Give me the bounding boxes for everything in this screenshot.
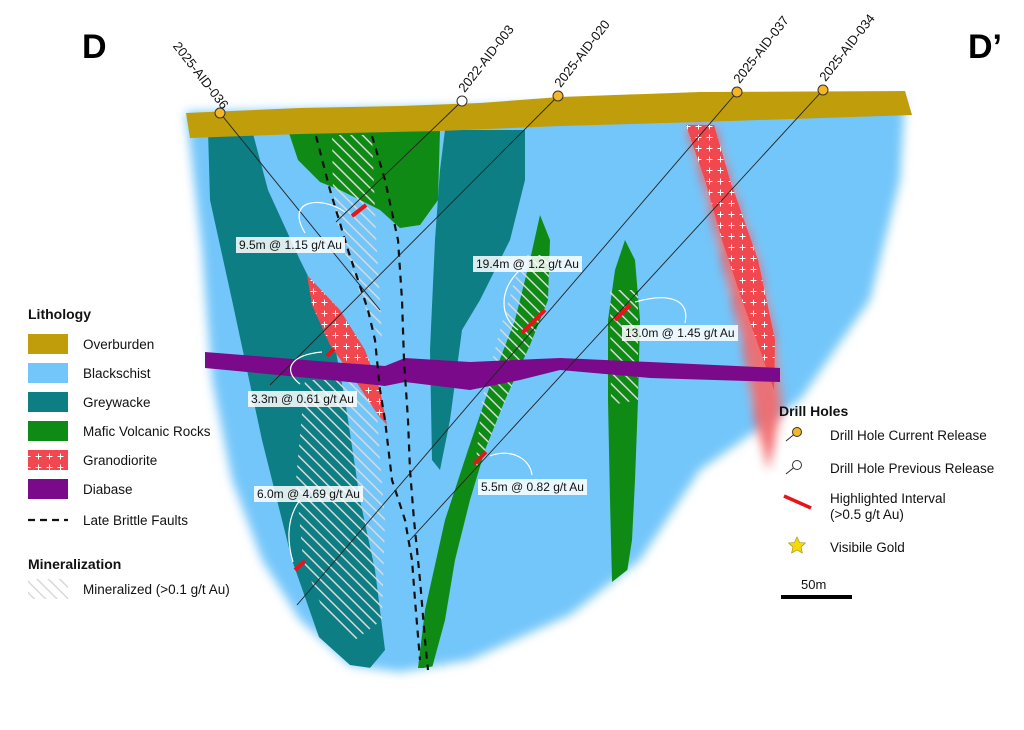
fault-left xyxy=(314,135,422,661)
legend-label: Blackschist xyxy=(83,365,151,381)
callout-arrow xyxy=(289,351,323,385)
drill-trace-2025-AID-034 xyxy=(409,89,824,541)
legend-item-overburden: Overburden xyxy=(28,334,154,354)
drill-trace-2025-AID-020 xyxy=(269,95,559,386)
legend-item-previous-release: Drill Hole Previous Release xyxy=(780,458,994,480)
legend-label: Drill Hole Current Release xyxy=(830,428,987,443)
drill-trace-2025-AID-037 xyxy=(296,91,738,606)
interval-mark xyxy=(293,559,307,572)
callout-arrow xyxy=(298,201,346,234)
callout-arrow xyxy=(489,452,533,476)
legend-item-faults: Late Brittle Faults xyxy=(28,510,188,530)
interval-callout: 3.3m @ 0.61 g/t Au xyxy=(248,391,357,407)
drill-trace-2022-AID-003 xyxy=(335,100,463,223)
legend-item-blackschist: Blackschist xyxy=(28,363,151,383)
legend-label: Mafic Volcanic Rocks xyxy=(83,423,211,439)
legend-label: Diabase xyxy=(83,481,133,497)
interval-mark xyxy=(350,203,368,218)
scale-label: 50m xyxy=(801,577,827,592)
callout-arrow xyxy=(634,297,687,324)
legend-item-diabase: Diabase xyxy=(28,479,133,499)
legend-item-granodiorite: Granodiorite xyxy=(28,450,157,470)
section-end-label: D’ xyxy=(968,28,1002,66)
legend-label: Late Brittle Faults xyxy=(83,512,189,528)
drill-holes-legend-title: Drill Holes xyxy=(779,403,849,419)
interval-callout: 9.5m @ 1.15 g/t Au xyxy=(236,237,345,253)
mineralized-zone-top xyxy=(332,135,382,340)
legend-swatches xyxy=(28,334,68,599)
collar-current-icon xyxy=(731,86,743,98)
legend-label: Highlighted Interval (>0.5 g/t Au) xyxy=(830,491,946,522)
legend-label: Mineralized (>0.1 g/t Au) xyxy=(83,581,230,597)
legend-label: Greywacke xyxy=(83,394,151,410)
scale-bar xyxy=(781,595,852,599)
collar-current-icon xyxy=(817,84,829,96)
legend-label: Drill Hole Previous Release xyxy=(830,461,995,476)
granodiorite-dyke-left xyxy=(307,275,387,425)
interval-callout: 19.4m @ 1.2 g/t Au xyxy=(473,256,582,272)
interval-callout: 5.5m @ 0.82 g/t Au xyxy=(478,479,587,495)
diabase-dyke xyxy=(205,352,780,390)
overburden-layer xyxy=(186,91,912,138)
legend-item-highlighted-interval: Highlighted Interval (>0.5 g/t Au) xyxy=(780,491,946,527)
legend-label: Granodiorite xyxy=(83,452,158,468)
legend-label: Overburden xyxy=(83,336,155,352)
legend-item-visible-gold: Visibile Gold xyxy=(780,537,905,559)
legend-item-mafic: Mafic Volcanic Rocks xyxy=(28,421,211,441)
legend-item-current-release: Drill Hole Current Release xyxy=(780,425,987,447)
interval-mark xyxy=(325,347,336,358)
mineralized-zone-lower xyxy=(296,380,385,640)
legend-label: Visibile Gold xyxy=(830,540,905,555)
collar-current-icon xyxy=(552,90,564,102)
collar-previous-icon xyxy=(456,95,468,107)
interval-mark xyxy=(472,450,488,466)
legend-item-greywacke: Greywacke xyxy=(28,392,151,412)
section-start-label: D xyxy=(82,28,107,66)
callout-arrow xyxy=(503,269,521,331)
mineralization-legend-title: Mineralization xyxy=(28,556,122,572)
drill-legend-icons xyxy=(783,427,812,554)
fault-right xyxy=(370,135,430,671)
lithology-legend-title: Lithology xyxy=(28,306,91,322)
interval-callout: 13.0m @ 1.45 g/t Au xyxy=(622,325,738,341)
legend-item-mineralized: Mineralized (>0.1 g/t Au) xyxy=(28,579,230,599)
collar-current-icon xyxy=(214,107,226,119)
interval-mark xyxy=(613,303,632,322)
interval-mark xyxy=(520,308,547,335)
interval-callout: 6.0m @ 4.69 g/t Au xyxy=(254,486,363,502)
callout-arrow xyxy=(288,499,301,563)
granodiorite-dyke-right xyxy=(686,125,782,470)
